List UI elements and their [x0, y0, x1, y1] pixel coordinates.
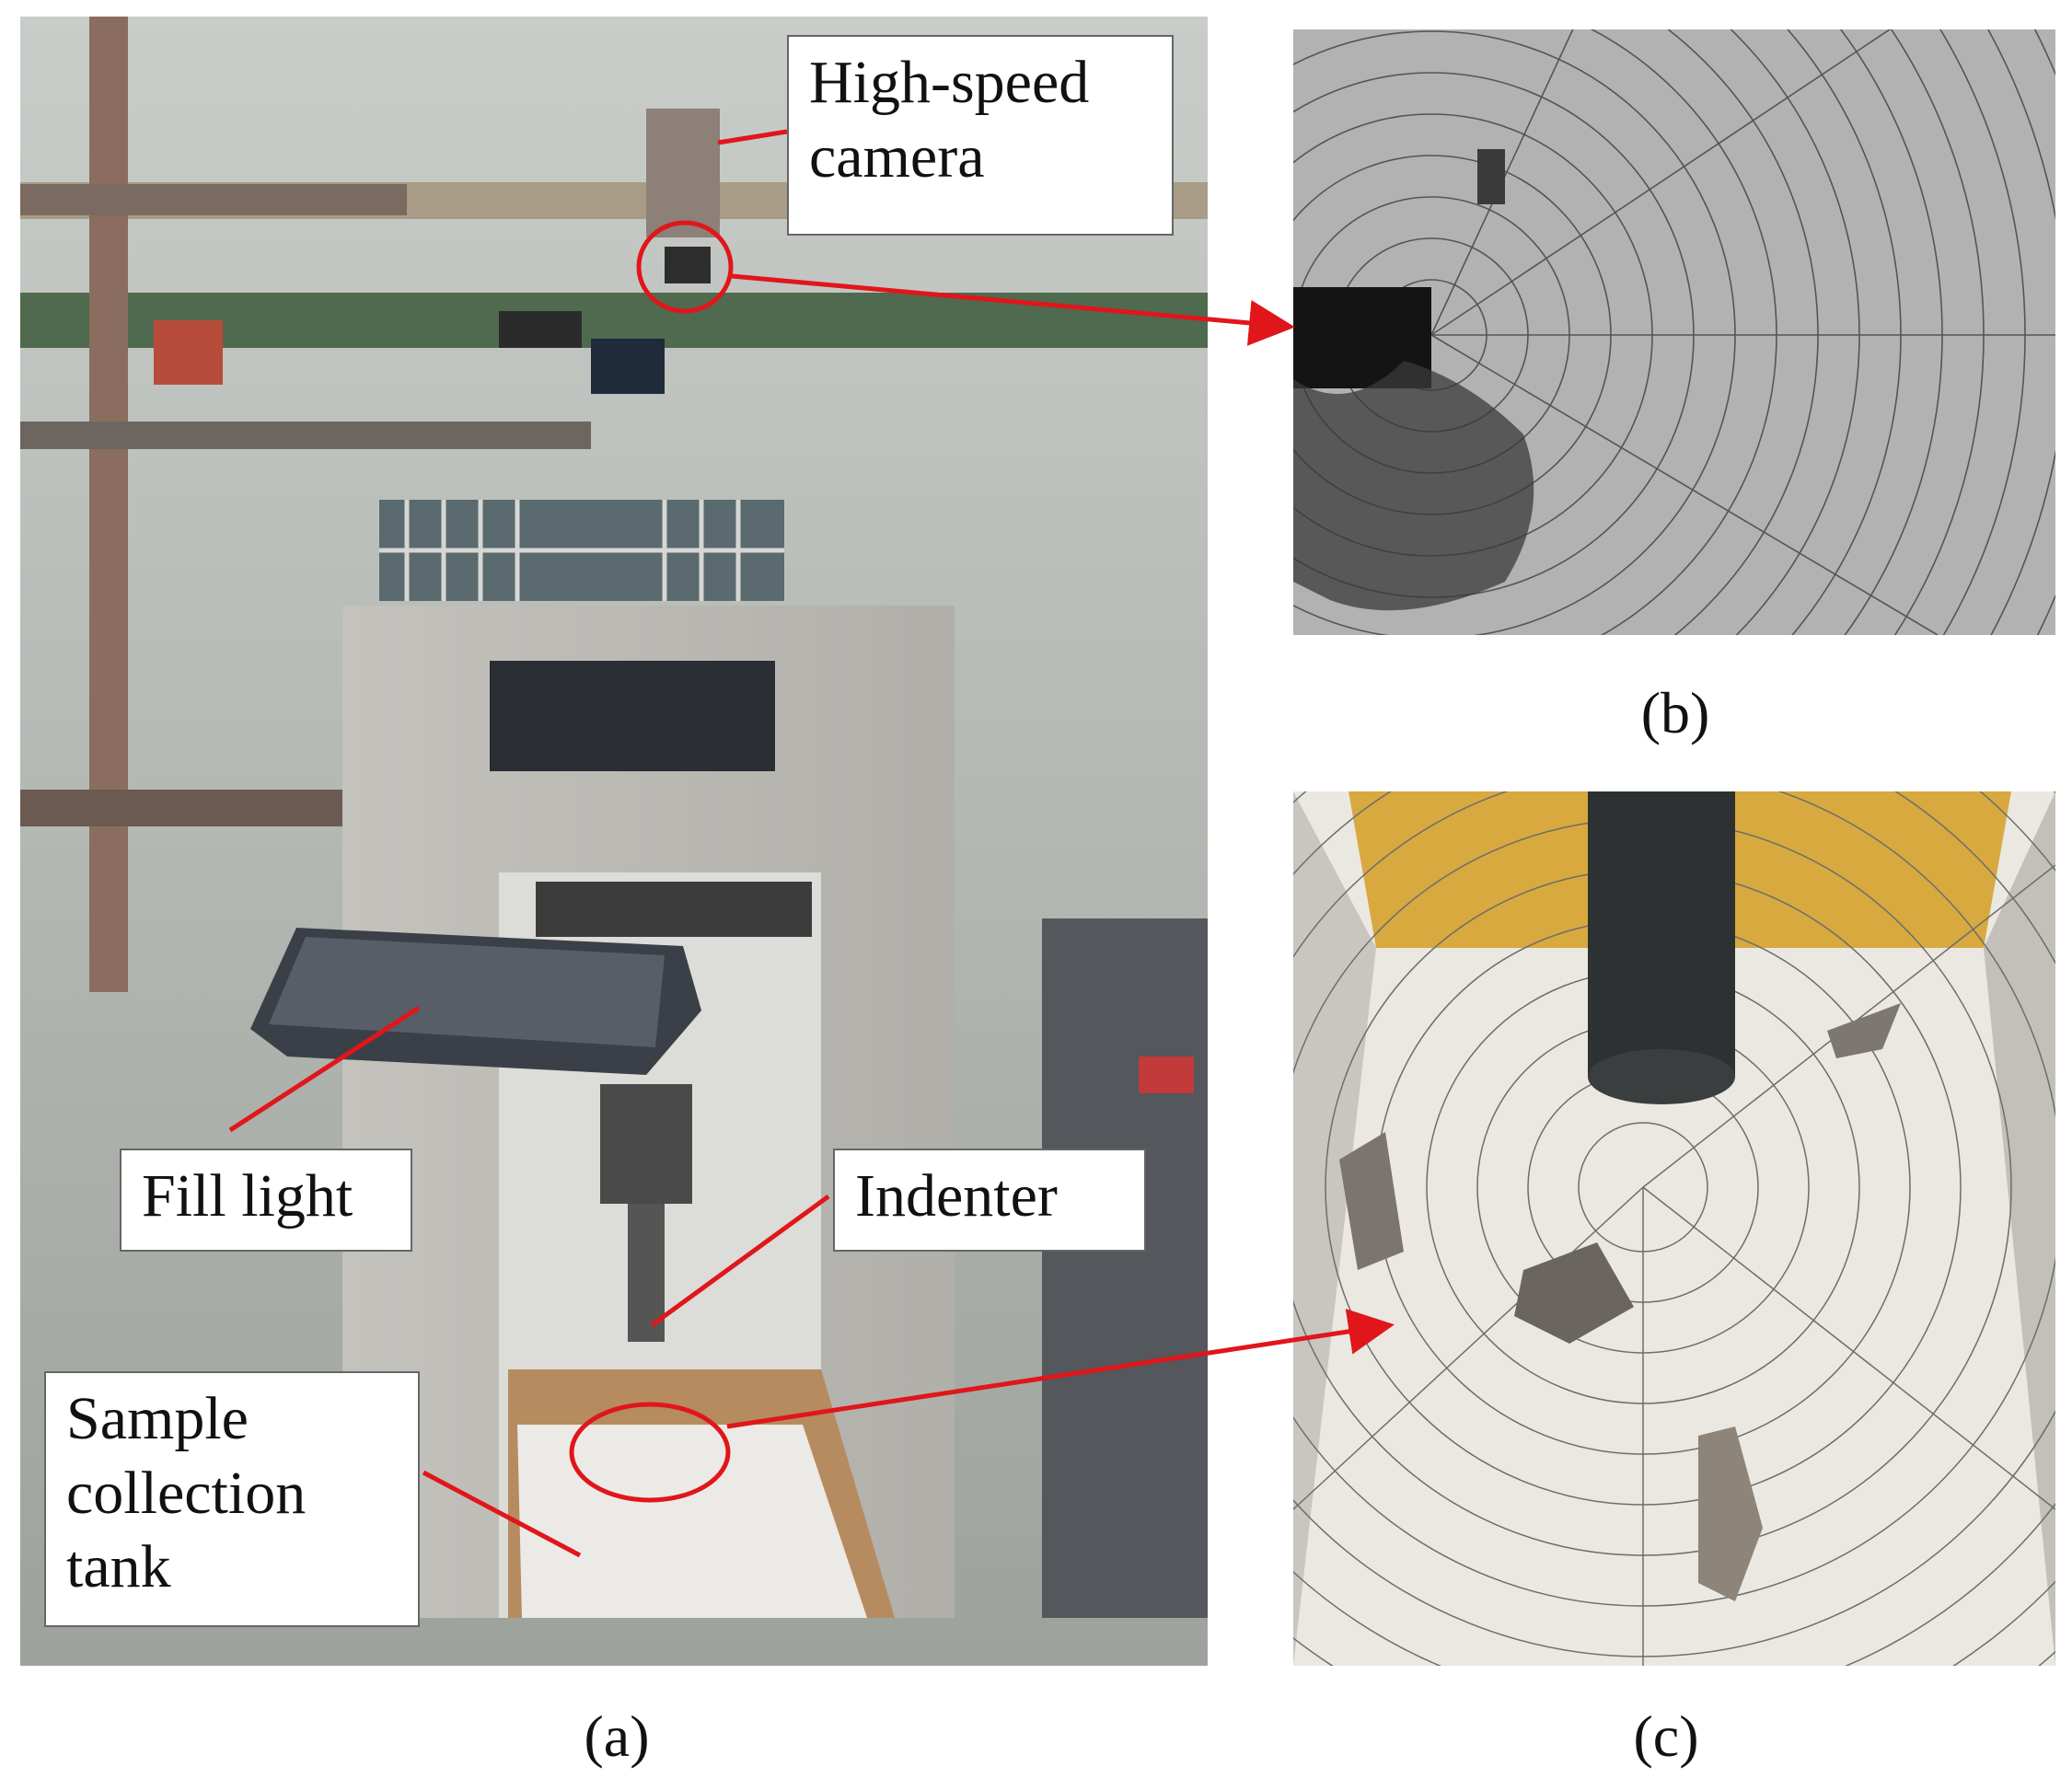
high-speed-camera-label: High-speed camera	[787, 35, 1174, 236]
indenter-label: Indenter	[833, 1149, 1146, 1252]
caption-c: (c)	[1633, 1703, 1699, 1769]
caption-a: (a)	[584, 1703, 650, 1769]
caption-b: (b)	[1640, 680, 1710, 745]
fill-light-label: Fill light	[120, 1149, 412, 1252]
high-speed-frame-drawing	[1293, 29, 2055, 635]
fragments-photo-drawing	[1293, 791, 2055, 1666]
sample-collection-tank-label: Sample collection tank	[44, 1371, 420, 1627]
high-speed-frame	[1293, 29, 2055, 635]
fragments-photo	[1293, 791, 2055, 1666]
